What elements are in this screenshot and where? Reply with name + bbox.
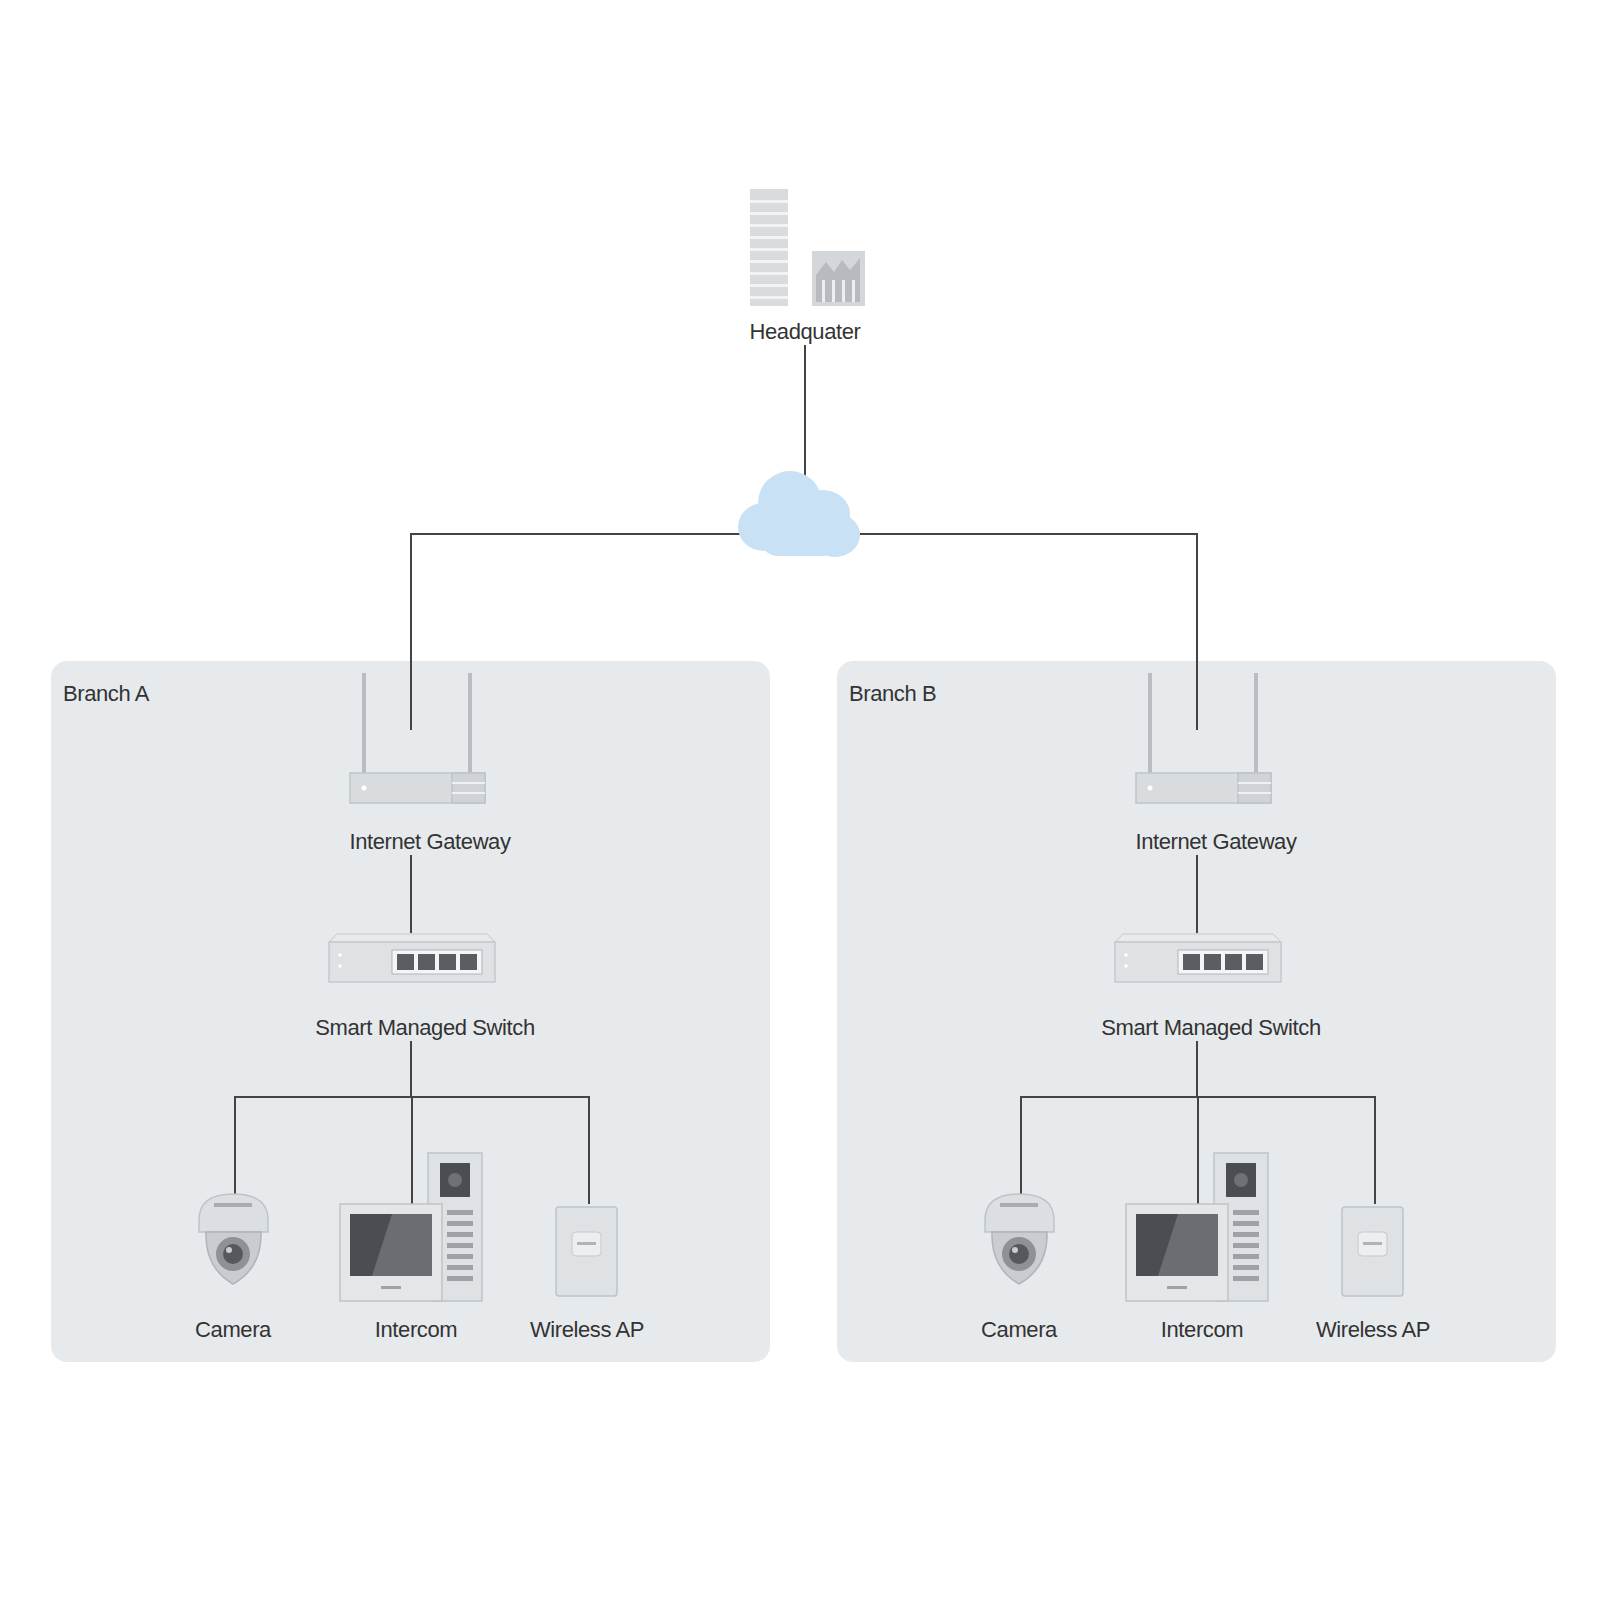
device-label: Smart Managed Switch bbox=[315, 1015, 534, 1041]
internet-cloud bbox=[738, 471, 860, 557]
device-label: Internet Gateway bbox=[349, 829, 510, 855]
device-label: Wireless AP bbox=[1316, 1317, 1430, 1343]
switch-node: Smart Managed Switch bbox=[1106, 933, 1316, 1041]
device-label: Camera bbox=[981, 1317, 1057, 1343]
camera-node: Camera bbox=[959, 1199, 1079, 1343]
access-point-node: Wireless AP bbox=[527, 1204, 647, 1343]
headquarter-node: Headquater bbox=[725, 189, 885, 345]
branch-panel: Branch A Internet GatewaySmart Managed Sw… bbox=[51, 661, 770, 1362]
device-label: Headquater bbox=[750, 319, 861, 345]
panel-title: Branch B bbox=[849, 681, 936, 707]
switch-node: Smart Managed Switch bbox=[320, 933, 530, 1041]
intercom-node: Intercom bbox=[1122, 1204, 1282, 1343]
device-label: Smart Managed Switch bbox=[1101, 1015, 1320, 1041]
device-label: Camera bbox=[195, 1317, 271, 1343]
access-point-node: Wireless AP bbox=[1313, 1204, 1433, 1343]
camera-node: Camera bbox=[173, 1199, 293, 1343]
gateway-node: Internet Gateway bbox=[340, 730, 520, 855]
intercom-node: Intercom bbox=[336, 1204, 496, 1343]
device-label: Intercom bbox=[375, 1317, 457, 1343]
gateway-node: Internet Gateway bbox=[1126, 730, 1306, 855]
branch-panel: Branch B Internet GatewaySmart Managed Sw… bbox=[837, 661, 1556, 1362]
device-label: Wireless AP bbox=[530, 1317, 644, 1343]
headquarter-icon bbox=[750, 189, 865, 306]
device-label: Intercom bbox=[1161, 1317, 1243, 1343]
panel-title: Branch A bbox=[63, 681, 149, 707]
device-label: Internet Gateway bbox=[1135, 829, 1296, 855]
